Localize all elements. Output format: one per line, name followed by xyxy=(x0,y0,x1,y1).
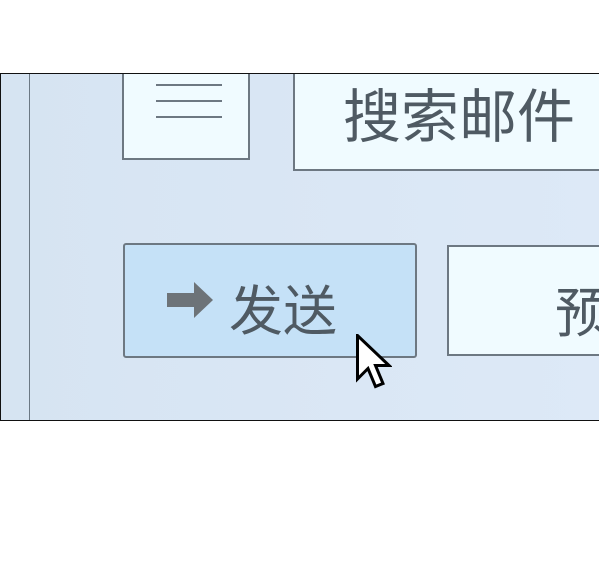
divider xyxy=(29,74,30,420)
arrow-right-icon xyxy=(167,282,213,318)
send-label: 发送 xyxy=(229,280,337,343)
mouse-cursor-icon xyxy=(356,334,392,389)
email-window: 搜索邮件 发送 预 xyxy=(0,73,599,421)
send-button[interactable]: 发送 xyxy=(123,243,417,358)
preview-button[interactable]: 预 xyxy=(447,245,599,356)
preview-label: 预 xyxy=(555,269,599,348)
search-input[interactable]: 搜索邮件 xyxy=(293,74,599,171)
search-placeholder: 搜索邮件 xyxy=(343,83,576,151)
menu-button[interactable] xyxy=(122,74,250,160)
